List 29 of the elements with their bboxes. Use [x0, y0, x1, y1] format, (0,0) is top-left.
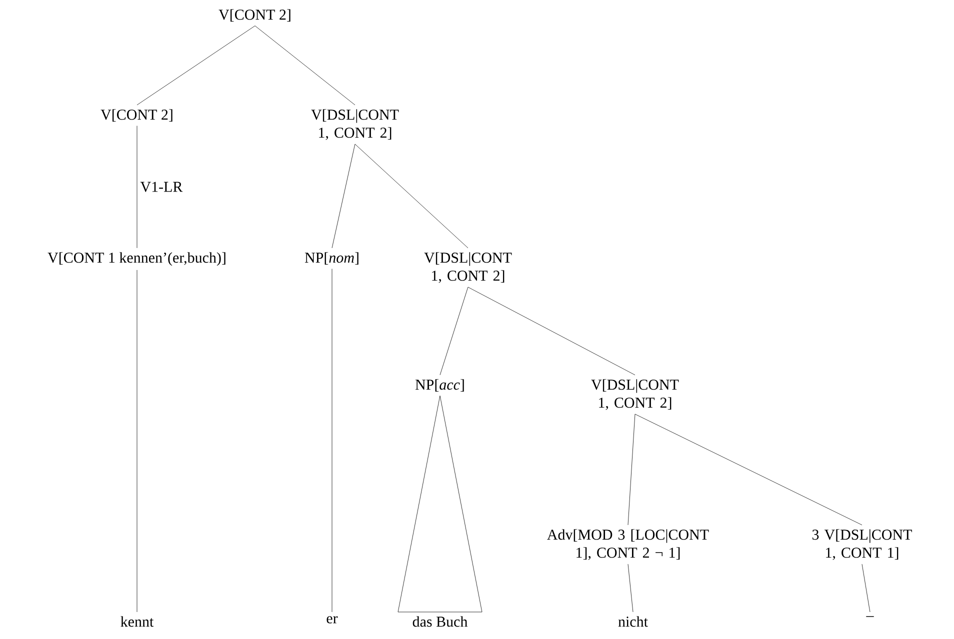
category-label: NP[nom] — [304, 252, 358, 265]
category-label: NP[acc] — [415, 379, 464, 392]
tree-branch — [136, 126, 138, 248]
category-label: V[CONT 1 kennen’(er,buch)] — [48, 252, 226, 266]
word-label: kennt — [120, 616, 154, 627]
tree-branch — [332, 144, 356, 248]
category-label: V[DSL|CONT 1, CONT 2] — [311, 109, 399, 140]
edge-label: V1-LR — [139, 180, 184, 193]
category-label: V[CONT 2] — [218, 9, 290, 22]
tree-branch — [136, 270, 138, 612]
word-label: nicht — [618, 616, 648, 627]
tree-branch — [468, 286, 636, 376]
word-label: – — [866, 616, 874, 617]
tree-branch — [628, 414, 636, 526]
category-label: Adv[MOD 3 [LOC|CONT 1], CONT 2 ¬ 1] — [547, 529, 709, 560]
word-label: das Buch — [412, 616, 468, 627]
category-label: V[CONT 2] — [100, 109, 172, 122]
tree-branch — [136, 26, 256, 106]
category-label: V[DSL|CONT 1, CONT 2] — [424, 252, 512, 283]
word-label: er — [326, 616, 338, 624]
category-label: 3 V[DSL|CONT 1, CONT 1] — [812, 529, 912, 560]
tree-branch — [628, 564, 634, 612]
tree-branch — [254, 26, 356, 106]
tree-branch — [634, 414, 862, 526]
tree-branch — [354, 144, 468, 248]
category-label: V[DSL|CONT 1, CONT 2] — [591, 379, 679, 410]
tree-branch — [862, 564, 870, 612]
subtree-triangle — [398, 396, 482, 612]
tree-branch — [440, 286, 468, 376]
